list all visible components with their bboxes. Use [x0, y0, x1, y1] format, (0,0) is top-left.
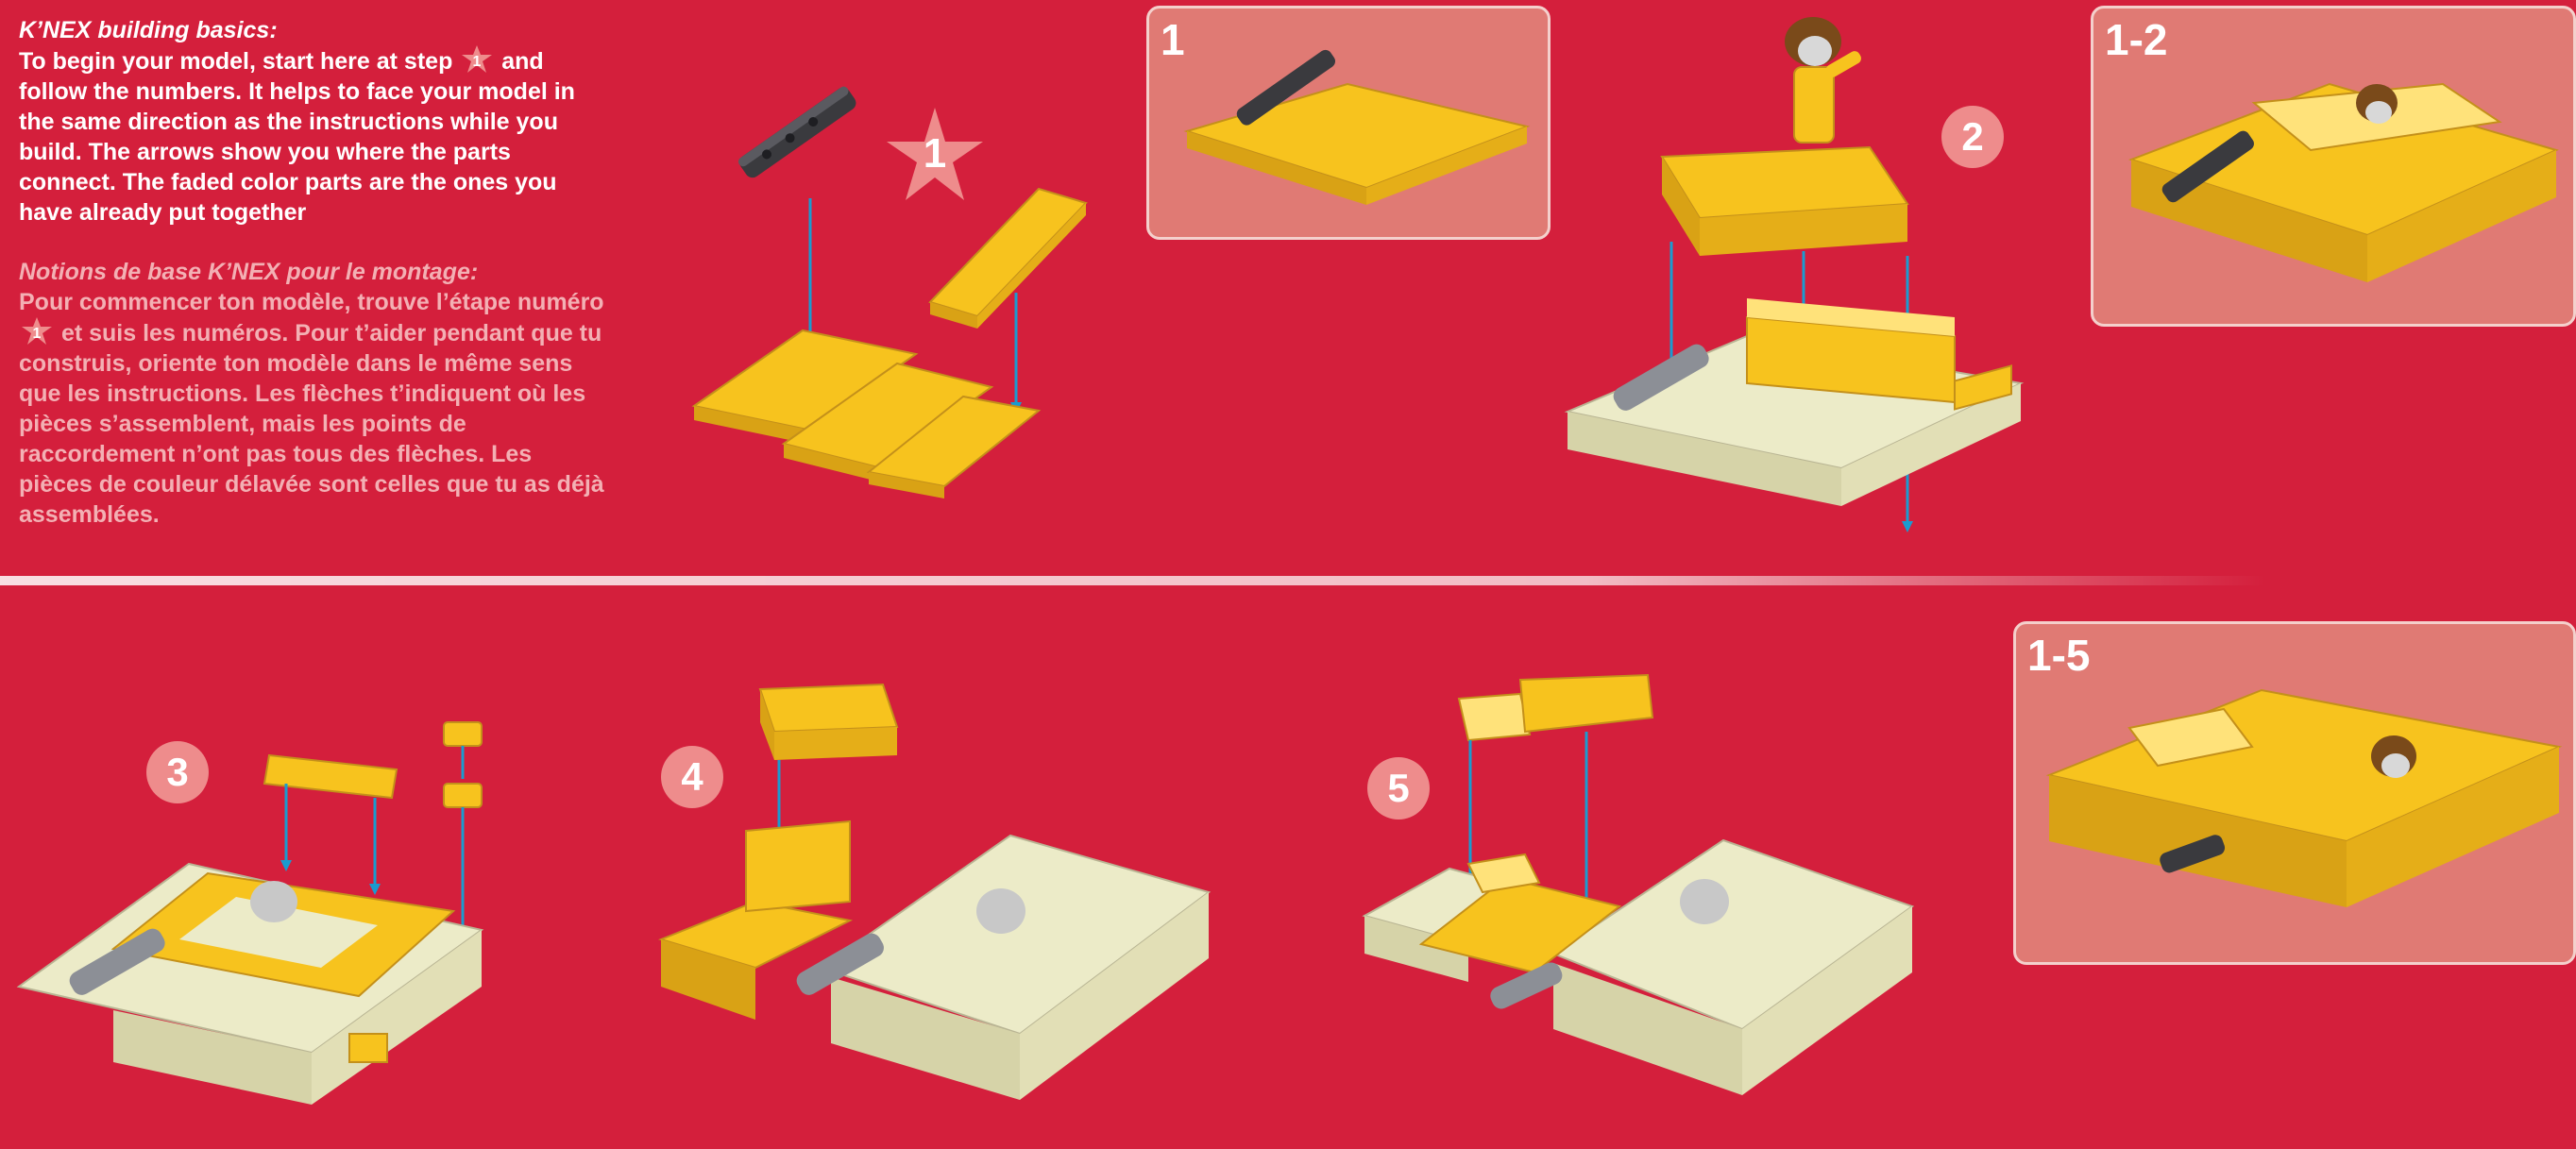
panel-1-2-model: [2122, 46, 2566, 311]
intro-heading-fr: Notions de base K’NEX pour le montage:: [19, 259, 478, 285]
step-5-illustration: [1364, 661, 1922, 1114]
intro-text-en-a: To begin your model, start here at step: [19, 48, 452, 75]
intro-french: Notions de base K’NEX pour le montage: P…: [19, 257, 604, 530]
connector-rod: [737, 85, 859, 181]
minifigure: [1785, 17, 1863, 143]
intro-text-en-b: and follow the numbers. It helps to face…: [19, 48, 575, 226]
step-4-illustration: [652, 666, 1209, 1119]
intro-text-fr-a: Pour commencer ton modèle, trouve l’étap…: [19, 289, 604, 315]
step-star-icon: 1: [21, 317, 53, 346]
svg-text:1: 1: [473, 54, 482, 70]
panel-1-5-model: [2044, 652, 2573, 955]
panel-step-1-result: 1: [1146, 6, 1551, 240]
svg-text:1: 1: [33, 326, 42, 342]
section-divider: [0, 576, 2266, 585]
intro-heading-en: K’NEX building basics:: [19, 17, 278, 43]
panel-1-model: [1178, 46, 1536, 226]
step-3-illustration: [19, 713, 500, 1109]
step-2-illustration: [1558, 15, 2049, 544]
panel-step-1-5-result: 1-5: [2013, 621, 2576, 965]
step-1-illustration: [680, 123, 1114, 500]
intro-english: K’NEX building basics: To begin your mod…: [19, 15, 604, 228]
step-star-icon: 1: [461, 45, 493, 74]
intro-text-fr-b: et suis les numéros. Pour t’aider pendan…: [19, 320, 604, 528]
panel-step-1-2-result: 1-2: [2091, 6, 2576, 327]
